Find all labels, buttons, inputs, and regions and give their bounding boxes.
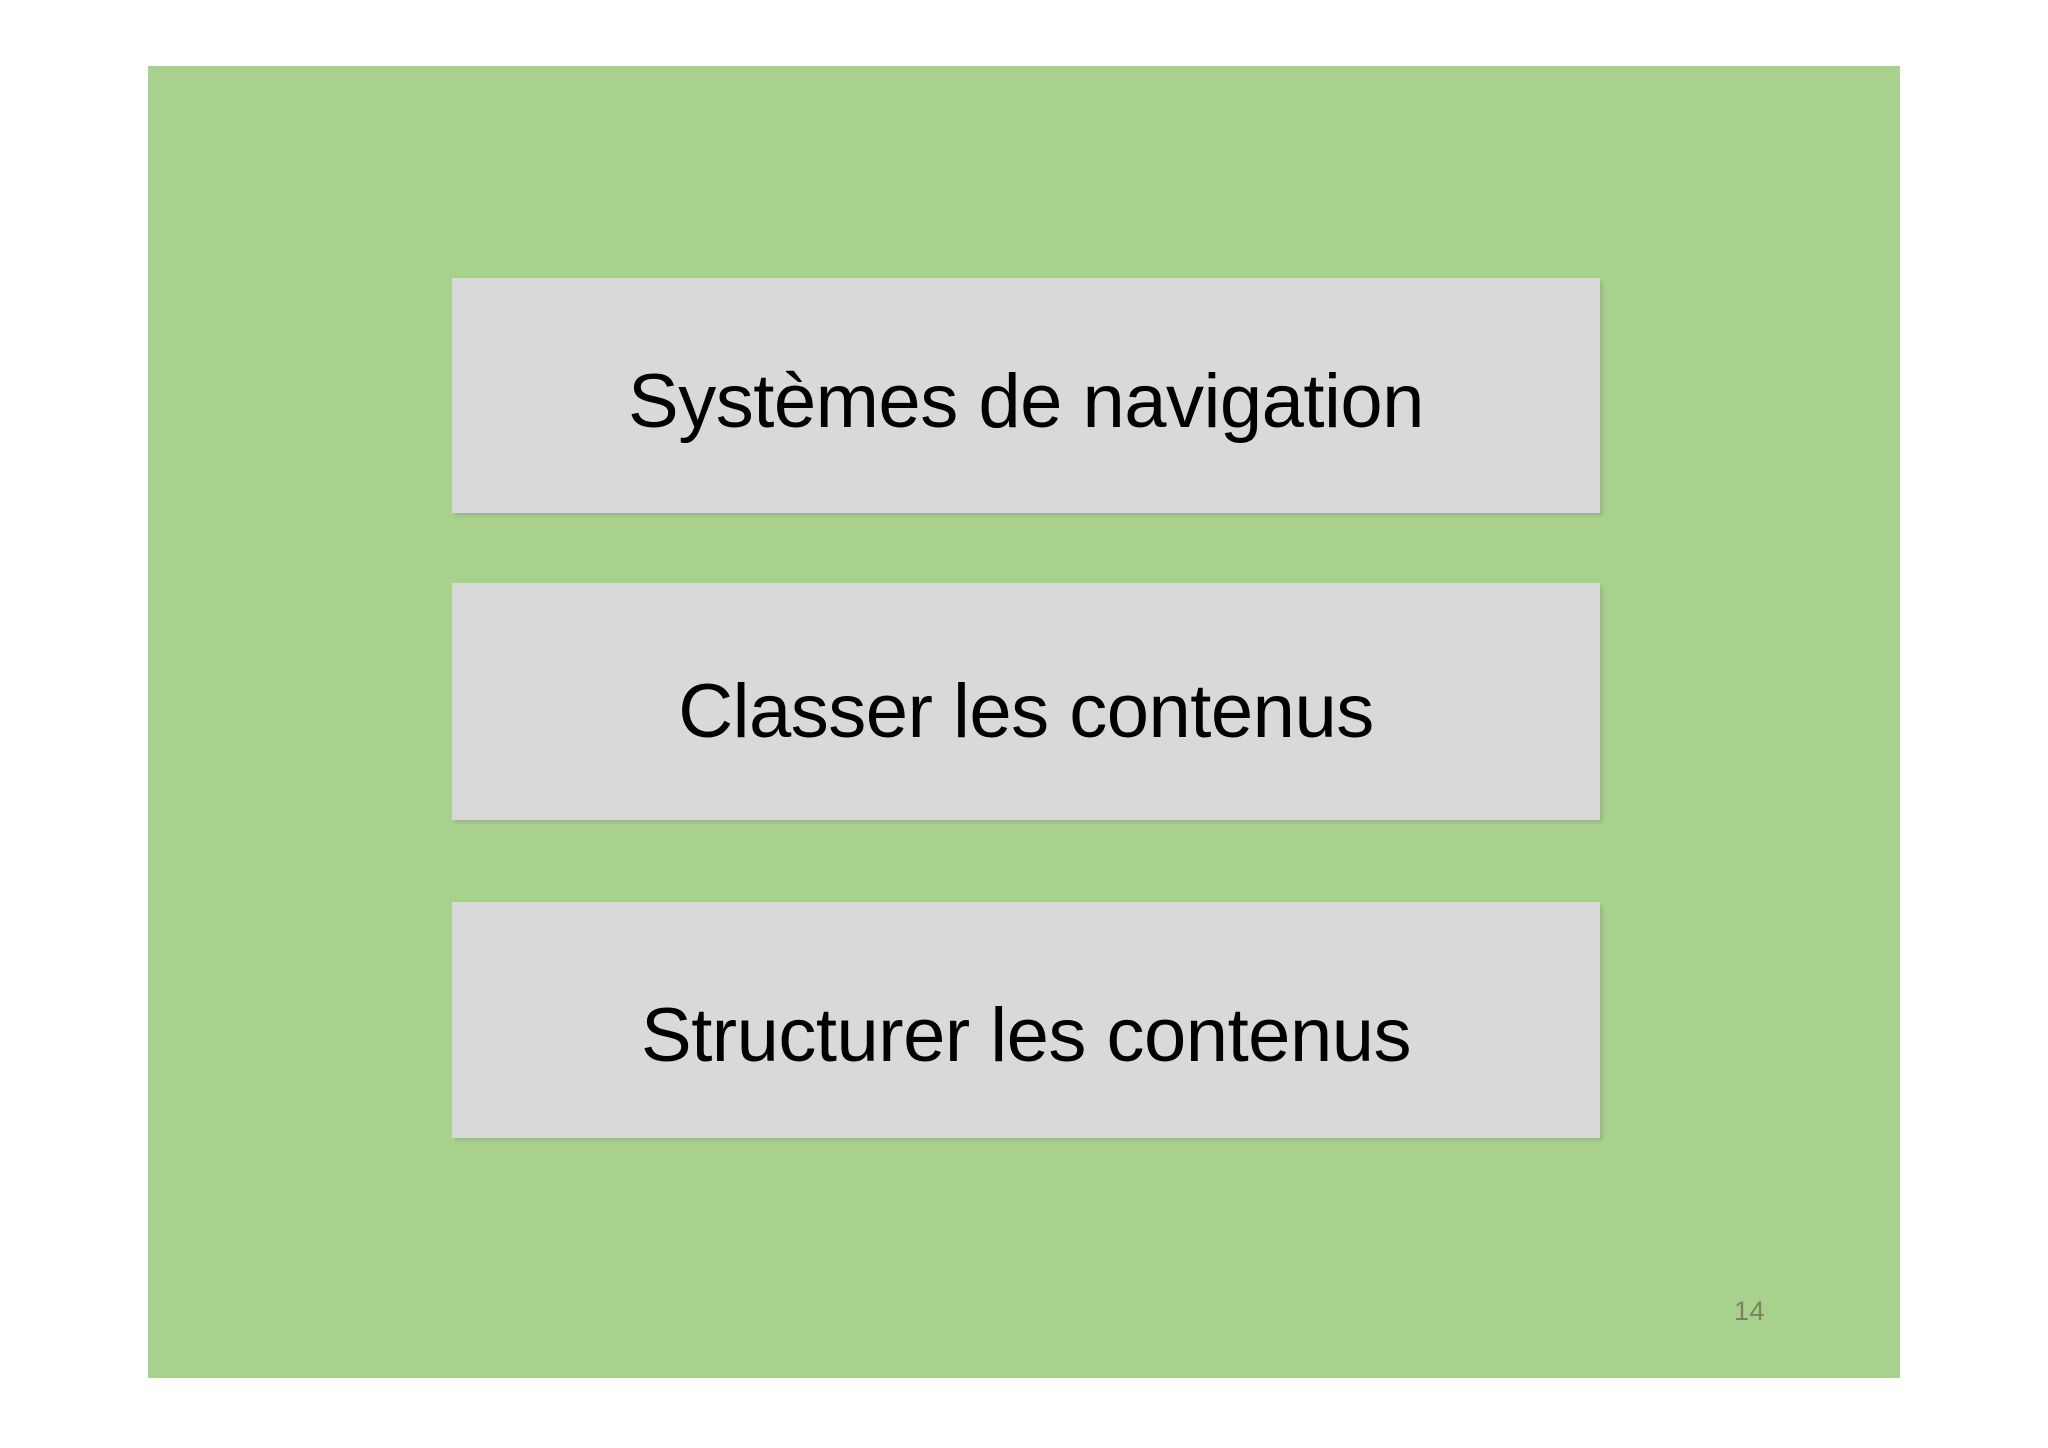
content-box-classify-contents[interactable]: Classer les contenus: [452, 583, 1600, 820]
slide-background: Systèmes de navigation Classer les conte…: [148, 66, 1900, 1378]
content-box-stack: Systèmes de navigation Classer les conte…: [452, 278, 1600, 1138]
content-box-structure-contents[interactable]: Structurer les contenus: [452, 902, 1600, 1138]
content-box-label: Structurer les contenus: [641, 993, 1412, 1078]
content-box-label: Systèmes de navigation: [628, 358, 1424, 444]
page-number: 14: [1733, 1296, 1765, 1326]
content-box-label: Classer les contenus: [678, 668, 1374, 754]
content-box-navigation-systems[interactable]: Systèmes de navigation: [452, 278, 1600, 513]
